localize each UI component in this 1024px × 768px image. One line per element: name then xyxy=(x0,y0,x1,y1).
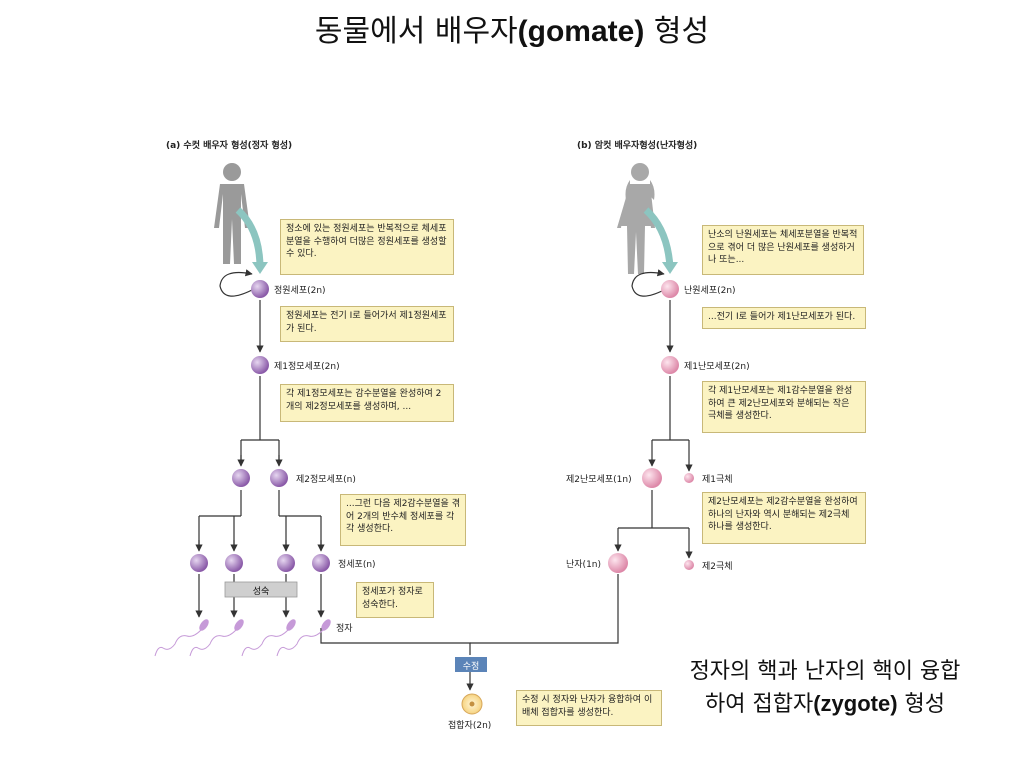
fertilization-box: 수정 시 정자와 난자가 융합하여 이배체 접합자를 생성한다. xyxy=(516,690,662,726)
secondary-oocyte-cell xyxy=(642,468,662,488)
title-korean: 동물에서 배우자 xyxy=(314,14,518,49)
oogonium-cell xyxy=(661,280,679,298)
polar-body2-label: 제2극체 xyxy=(702,562,733,572)
male-box4: ...그런 다음 제2감수분열을 겪어 2개의 반수체 정세포를 각각 생성한다… xyxy=(340,494,466,546)
second-polar-body xyxy=(684,560,694,570)
female-box1: 난소의 난원세포는 체세포분열을 반복적으로 겪어 더 많은 난원세포를 생성하… xyxy=(702,225,864,275)
female-box3: 각 제1난모세포는 제1감수분열을 완성하여 큰 제2난모세포와 분해되는 작은… xyxy=(702,381,866,433)
female-loop-arrow-icon xyxy=(631,269,665,297)
female-teal-arrow-icon xyxy=(643,207,674,269)
egg-cell xyxy=(608,553,628,573)
spermatid-cell xyxy=(277,554,295,572)
female-header: (b) 암컷 배우자형성(난자형성) xyxy=(577,141,698,151)
male-cell4-label: 정세포(n) xyxy=(338,560,376,570)
secondary-spermatocyte-cell xyxy=(270,469,288,487)
title-suffix: 형성 xyxy=(644,14,710,49)
maturation-label: 성숙 xyxy=(252,587,270,597)
female-arrows xyxy=(470,300,693,644)
page-title: 동물에서 배우자(gomate) 형성 xyxy=(0,6,1024,50)
caption-line2-pre: 하여 접합자 xyxy=(704,692,814,717)
male-box5: 정세포가 정자로 성숙한다. xyxy=(356,582,434,618)
sperm-label: 정자 xyxy=(336,624,353,634)
polar-body1-label: 제1극체 xyxy=(702,475,733,485)
caption-line2-post: 형성 xyxy=(897,692,946,717)
female-box4: 제2난모세포는 제2감수분열을 완성하여 하나의 난자와 역시 분해되는 제2극… xyxy=(702,492,866,544)
male-silhouette-icon xyxy=(214,163,250,264)
secondary-spermatocyte-cell xyxy=(232,469,250,487)
female-cell2-label: 제1난모세포(2n) xyxy=(684,362,750,372)
bottom-caption: 정자의 핵과 난자의 핵이 융합 하여 접합자(zygote) 형성 xyxy=(630,656,1020,721)
male-cell1-label: 정원세포(2n) xyxy=(274,286,326,296)
zygote-label: 접합자(2n) xyxy=(448,721,492,731)
primary-oocyte-cell xyxy=(661,356,679,374)
spermatid-cell xyxy=(225,554,243,572)
male-box2: 정원세포는 전기 I로 들어가서 제1정원세포가 된다. xyxy=(280,306,454,342)
sperm-icons xyxy=(154,619,331,657)
male-header: (a) 수컷 배우자 형성(정자 형성) xyxy=(166,141,293,151)
female-cells xyxy=(608,280,694,573)
title-english: (gomate) xyxy=(517,15,645,48)
female-box2: ...전기 I로 들어가 제1난모세포가 된다. xyxy=(702,307,866,329)
maturation-bar xyxy=(224,581,298,598)
egg-label: 난자(1n) xyxy=(566,560,602,570)
male-cell2-label: 제1정모세포(2n) xyxy=(274,362,340,372)
female-cell3-label: 제2난모세포(1n) xyxy=(566,475,632,485)
female-silhouette-icon xyxy=(617,163,655,274)
caption-line2: 하여 접합자(zygote) 형성 xyxy=(630,688,1020,721)
male-loop-arrow-icon xyxy=(219,269,253,297)
primary-spermatocyte-cell xyxy=(251,356,269,374)
caption-line1: 정자의 핵과 난자의 핵이 융합 xyxy=(689,659,961,684)
male-teal-arrow-icon xyxy=(235,207,264,269)
caption-line2-en: (zygote) xyxy=(813,691,898,716)
male-cell3-label: 제2정모세포(n) xyxy=(296,475,356,485)
male-box1: 정소에 있는 정원세포는 반복적으로 체세포분열을 수행하여 더많은 정원세포를… xyxy=(280,219,454,275)
spermatid-cell xyxy=(312,554,330,572)
male-box3: 각 제1정모세포는 감수분열을 완성하여 2개의 제2정모세포를 생성하며, .… xyxy=(280,384,454,422)
female-cell1-label: 난원세포(2n) xyxy=(684,286,736,296)
spermatid-cell xyxy=(190,554,208,572)
first-polar-body xyxy=(684,473,694,483)
fertilization-label: 수정 xyxy=(462,662,480,672)
fertilization-tag xyxy=(455,657,487,672)
spermatogonium-cell xyxy=(251,280,269,298)
male-cells xyxy=(190,280,330,572)
